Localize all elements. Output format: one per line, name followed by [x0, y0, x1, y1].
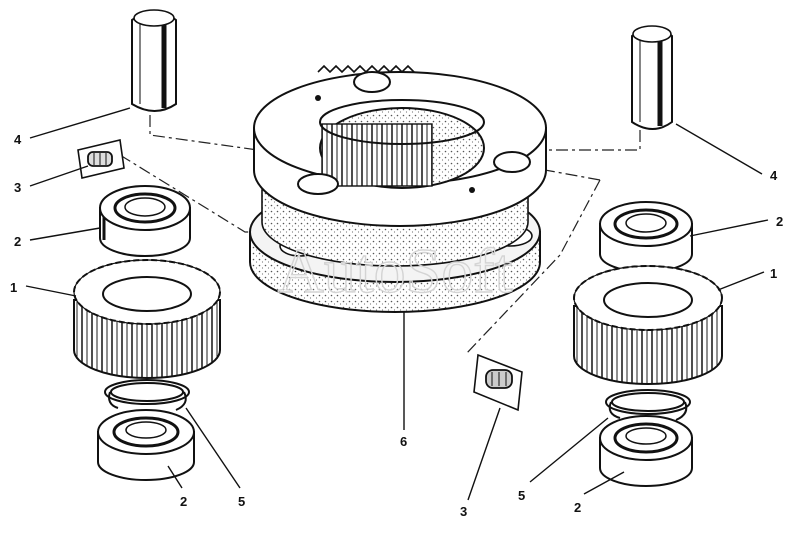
planet-carrier — [249, 64, 547, 313]
right-upper-bearing — [599, 201, 693, 273]
left-planet-gear — [73, 259, 221, 379]
callout-right-bearing: 2 — [776, 214, 783, 229]
watermark-text: AutoSoft — [278, 235, 513, 306]
callout-carrier: 6 — [400, 434, 407, 449]
callout-right-gear: 1 — [770, 266, 777, 281]
callout-left-snap-ring: 5 — [238, 494, 245, 509]
right-planet-gear — [573, 265, 723, 385]
left-lock-insert — [77, 139, 125, 179]
callout-labels: 4 3 2 1 4 2 1 2 5 6 3 5 2 — [10, 132, 783, 519]
callout-left-insert: 3 — [14, 180, 21, 195]
right-snap-ring — [605, 389, 691, 421]
left-pin — [131, 9, 177, 112]
callout-right-pin: 4 — [770, 168, 778, 183]
callout-right-lower-bearing: 2 — [574, 500, 581, 515]
bottom-lock-insert — [473, 353, 523, 412]
callout-right-snap-ring: 5 — [518, 488, 525, 503]
callout-left-lower-bearing: 2 — [180, 494, 187, 509]
callout-left-gear: 1 — [10, 280, 17, 295]
right-pin — [631, 25, 673, 130]
callout-left-bearing: 2 — [14, 234, 21, 249]
callout-bottom-insert: 3 — [460, 504, 467, 519]
left-lower-bearing — [97, 409, 195, 481]
right-lower-bearing — [599, 415, 693, 487]
callout-left-pin: 4 — [14, 132, 22, 147]
left-snap-ring — [104, 379, 190, 411]
left-upper-bearing — [99, 185, 191, 257]
leader-lines — [25, 107, 769, 501]
